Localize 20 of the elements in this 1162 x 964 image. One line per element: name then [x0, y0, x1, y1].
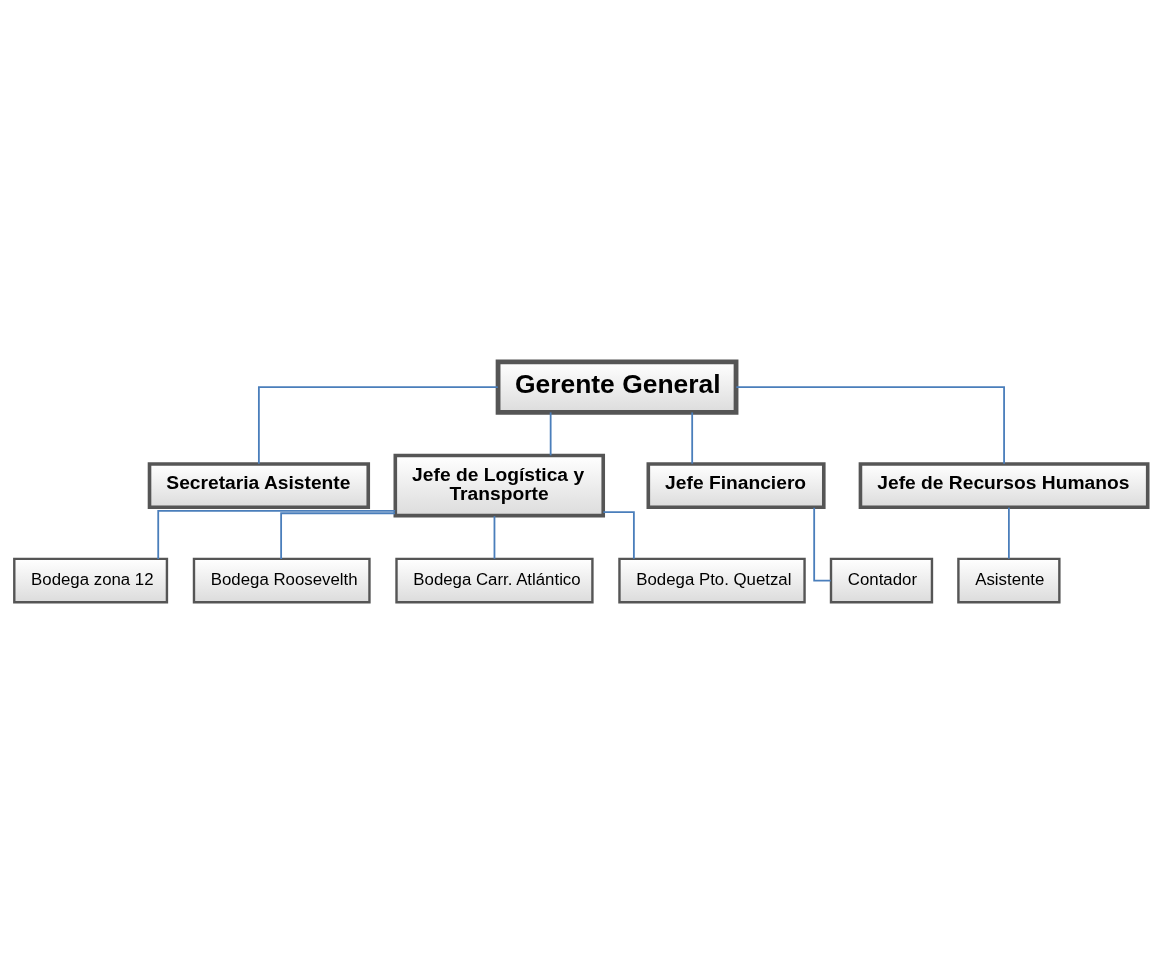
- connector: [602, 511, 635, 560]
- node-box: Jefe de Logística y Transporte: [393, 453, 606, 518]
- node-box: Bodega zona 12: [13, 557, 169, 604]
- connector: [157, 509, 396, 560]
- node-box: Secretaria Asistente: [147, 462, 371, 510]
- node-box: Bodega Roosevelth: [192, 557, 371, 604]
- node-box: Asistente: [957, 557, 1061, 604]
- connector: [280, 512, 396, 560]
- node-box: Contador: [829, 557, 934, 604]
- node-box: Bodega Carr. Atlántico: [395, 557, 594, 604]
- connector: [735, 386, 1005, 465]
- node-box: Gerente General: [495, 359, 739, 415]
- connector: [258, 386, 499, 465]
- connector: [549, 411, 552, 457]
- connector: [1008, 506, 1010, 560]
- node-box: Jefe de Recursos Humanos: [858, 462, 1150, 510]
- connector: [691, 411, 694, 465]
- connector: [493, 515, 496, 560]
- node-box: Jefe Financiero: [646, 462, 826, 510]
- node-box: Bodega Pto. Quetzal: [618, 557, 806, 604]
